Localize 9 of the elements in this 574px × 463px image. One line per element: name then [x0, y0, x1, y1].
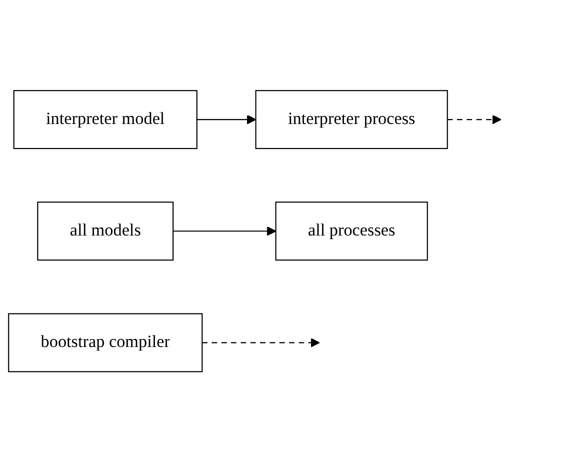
arrow [447, 115, 502, 125]
node-box: interpreter process [255, 90, 448, 150]
arrow [202, 338, 320, 348]
node-box: all processes [275, 202, 428, 261]
node-box: interpreter model [13, 90, 198, 150]
arrow [196, 115, 256, 125]
node-box: bootstrap compiler [8, 314, 203, 373]
arrow [173, 226, 276, 236]
node-box: all models [37, 202, 174, 261]
